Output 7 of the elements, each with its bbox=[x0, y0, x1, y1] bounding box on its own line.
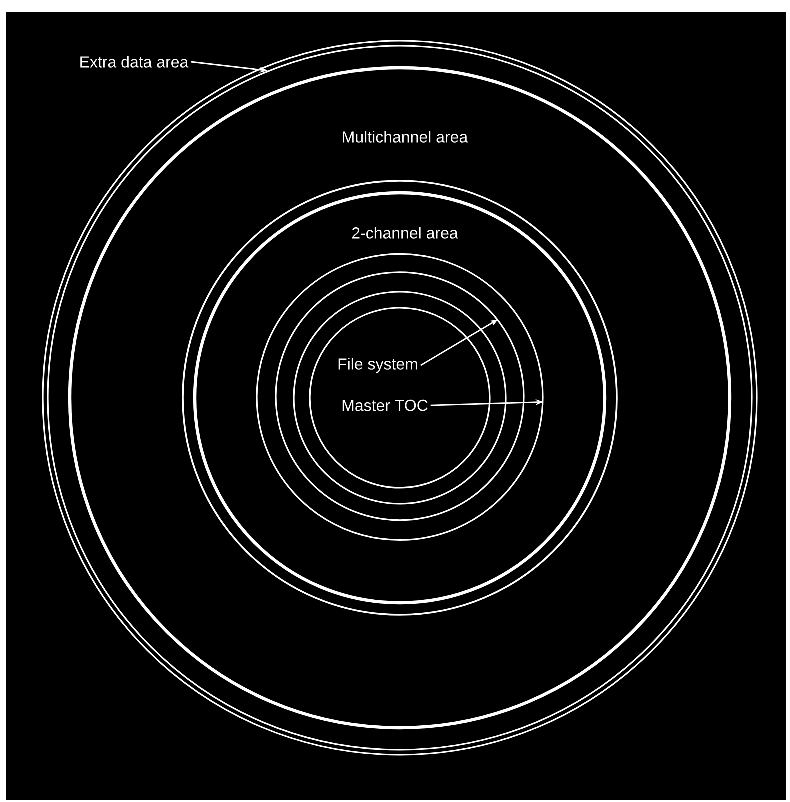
callout-text: Extra data area bbox=[80, 56, 189, 68]
track-circle bbox=[275, 272, 525, 522]
callout-text: File system bbox=[338, 358, 418, 374]
callout-text: Master TOC bbox=[342, 400, 428, 412]
area-label: 2-channel area bbox=[352, 227, 458, 239]
track-circle bbox=[256, 253, 544, 541]
area-label: Multichannel area bbox=[343, 131, 468, 143]
